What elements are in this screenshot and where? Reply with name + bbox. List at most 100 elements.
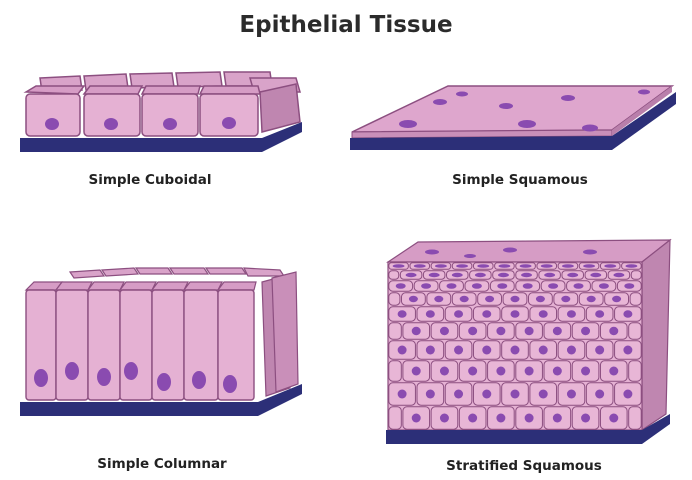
stratified-cell [631, 271, 641, 279]
stratified-nucleus [511, 390, 520, 399]
stratified-nucleus [482, 346, 491, 355]
stratified-nucleus [548, 283, 558, 289]
stratified-nucleus [604, 264, 616, 268]
stratified-nucleus [525, 367, 534, 376]
stratified-nucleus [393, 264, 405, 268]
stratified-nucleus [613, 273, 624, 277]
stratified-nucleus [553, 327, 562, 335]
stratified-nucleus [485, 296, 494, 302]
stratified-nucleus [567, 390, 576, 399]
stratified-nucleus [609, 327, 618, 335]
stratified-nucleus [574, 283, 584, 289]
stratified-nucleus [595, 390, 604, 399]
stratified-nucleus [496, 327, 505, 335]
stratified-cell [629, 361, 642, 381]
stratified-nucleus [497, 283, 507, 289]
simple-squamous-illustration [350, 86, 676, 150]
stratified-nucleus [562, 264, 574, 268]
stratified-nucleus [482, 390, 491, 399]
stratified-nucleus [429, 273, 440, 277]
stratified-nucleus [541, 264, 553, 268]
stratified-nucleus [581, 414, 590, 423]
stratified-nucleus [472, 283, 482, 289]
stratified-nucleus [409, 296, 418, 302]
stratified-nucleus [520, 264, 532, 268]
stratified-nucleus [496, 414, 505, 423]
stratified-nucleus [398, 310, 407, 318]
stratified-nucleus [544, 273, 555, 277]
stratified-nucleus [590, 273, 601, 277]
stratified-nucleus [456, 264, 468, 268]
stratified-nucleus [434, 296, 443, 302]
stratified-nucleus [412, 367, 421, 376]
stratified-cell [629, 407, 642, 429]
label-simple-squamous: Simple Squamous [420, 172, 620, 188]
stratified-nucleus [440, 327, 449, 335]
stratified-nucleus [426, 346, 435, 355]
stratified-nucleus [482, 310, 491, 318]
stratified-nucleus [581, 367, 590, 376]
stratified-nucleus [426, 310, 435, 318]
stratified-nucleus [595, 310, 604, 318]
stratified-nucleus [447, 283, 457, 289]
stratified-nucleus [553, 367, 562, 376]
stratified-nucleus [440, 414, 449, 423]
stratified-nucleus [539, 390, 548, 399]
stratified-nucleus [414, 264, 426, 268]
stratified-cell [630, 293, 641, 305]
stratified-nucleus [511, 346, 520, 355]
stratified-nucleus [595, 346, 604, 355]
stratified-nucleus [623, 310, 632, 318]
stratified-nucleus [398, 346, 407, 355]
stratified-nucleus [561, 296, 570, 302]
stratified-nucleus [475, 273, 486, 277]
stratified-nucleus [511, 296, 520, 302]
stratified-nucleus [536, 296, 545, 302]
stratified-nucleus [525, 327, 534, 335]
stratified-nucleus [412, 327, 421, 335]
stratified-nucleus [612, 296, 621, 302]
stratified-nucleus [521, 273, 532, 277]
stratified-nucleus [511, 310, 520, 318]
stratified-nucleus [523, 283, 533, 289]
stratified-nucleus [412, 414, 421, 423]
simple-columnar-illustration [20, 268, 302, 416]
stratified-squamous-illustration [386, 240, 670, 444]
stratified-cell [389, 407, 402, 429]
stratified-nucleus [454, 346, 463, 355]
stratified-nucleus [567, 346, 576, 355]
stratified-cell [389, 293, 400, 305]
stratified-nucleus [435, 264, 447, 268]
stratified-nucleus [624, 283, 634, 289]
label-stratified-squamous: Stratified Squamous [414, 458, 634, 474]
stratified-nucleus [452, 273, 463, 277]
stratified-nucleus [623, 346, 632, 355]
stratified-nucleus [625, 264, 637, 268]
stratified-nucleus [623, 390, 632, 399]
stratified-cell [389, 271, 399, 279]
stratified-nucleus [609, 367, 618, 376]
stratified-nucleus [567, 273, 578, 277]
stratified-nucleus [587, 296, 596, 302]
stratified-nucleus [567, 310, 576, 318]
stratified-nucleus [539, 346, 548, 355]
stratified-nucleus [468, 327, 477, 335]
stratified-nucleus [609, 414, 618, 423]
stratified-nucleus [460, 296, 469, 302]
stratified-nucleus [599, 283, 609, 289]
stratified-nucleus [398, 390, 407, 399]
stratified-cell [389, 323, 402, 339]
stratified-nucleus [406, 273, 417, 277]
stratified-nucleus [477, 264, 489, 268]
stratified-nucleus [496, 367, 505, 376]
simple-cuboidal-illustration [20, 72, 302, 152]
stratified-nucleus [498, 264, 510, 268]
label-simple-columnar: Simple Columnar [62, 456, 262, 472]
stratified-cell [629, 323, 642, 339]
stratified-nucleus [581, 327, 590, 335]
stratified-nucleus [426, 390, 435, 399]
stratified-nucleus [583, 264, 595, 268]
stratified-cell [389, 361, 402, 381]
stratified-nucleus [454, 310, 463, 318]
